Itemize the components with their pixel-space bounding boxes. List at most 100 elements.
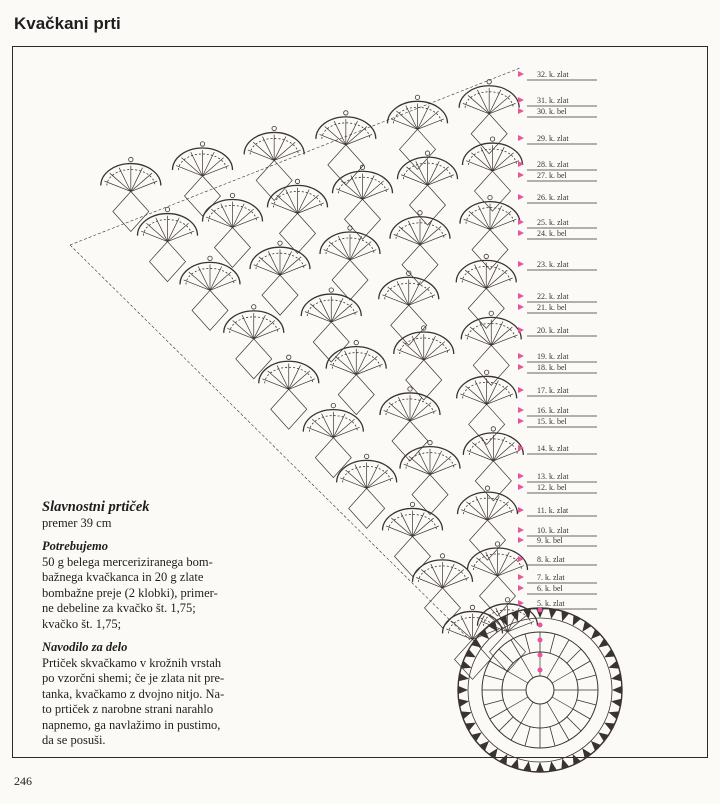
fan-shell-inner	[208, 205, 257, 222]
motif-triangle	[582, 748, 592, 759]
section-title: Kvačkani prti	[14, 14, 121, 33]
stitch-line	[429, 456, 452, 475]
chain-diamond	[279, 212, 316, 254]
stitch-line	[485, 264, 499, 289]
stitch-line	[304, 311, 332, 323]
stitch-line	[408, 281, 421, 306]
row-marker	[518, 219, 524, 225]
fan-shell-inner	[325, 237, 375, 254]
motif-spoke	[483, 674, 504, 681]
stitch-line	[202, 165, 229, 177]
stitch-line	[492, 152, 514, 172]
stitch-line	[486, 269, 508, 289]
fan-shell-inner	[306, 299, 356, 317]
stitch-line	[398, 226, 421, 246]
stitch-line	[276, 365, 290, 390]
stitch-line	[362, 175, 375, 200]
row-marker	[518, 327, 524, 333]
stitch-line	[485, 551, 498, 577]
stitch-line	[220, 203, 233, 228]
stitch-line	[417, 118, 444, 130]
stitch-line	[297, 202, 324, 214]
chain-diamond	[191, 289, 229, 331]
stitch-line	[330, 298, 344, 323]
row-marker	[518, 293, 524, 299]
fan-shell	[476, 603, 539, 626]
stitch-line	[462, 103, 490, 115]
picot	[469, 604, 476, 610]
stitch-line	[366, 469, 389, 489]
row-marker	[518, 230, 524, 236]
stitch-line	[354, 464, 367, 489]
stitch-line	[417, 105, 430, 130]
stitch-line	[492, 160, 519, 172]
chain-diamond	[401, 244, 439, 286]
stitch-line	[405, 105, 418, 130]
row-marker	[518, 407, 524, 413]
row-marker	[518, 194, 524, 200]
wedge-edge-top	[69, 67, 521, 246]
motif-triangle	[510, 610, 519, 622]
stitch-line	[409, 410, 437, 422]
stitch-line	[507, 621, 534, 633]
fan-shell	[399, 446, 461, 469]
stitch-line	[397, 349, 424, 361]
stitch-line	[442, 577, 469, 589]
motif-triangle	[535, 762, 545, 772]
fan-shell	[100, 162, 162, 186]
row-label: 9. k. bel	[537, 536, 564, 545]
motif-spoke	[510, 639, 522, 658]
stitch-line	[465, 385, 487, 405]
stitch-line	[209, 271, 232, 291]
row-marker	[518, 556, 524, 562]
stitch-line	[366, 477, 394, 489]
stitch-line	[446, 628, 473, 640]
row-marker	[518, 585, 524, 591]
stitch-line	[476, 557, 498, 577]
fan-shell	[319, 231, 381, 254]
chain-diamond	[474, 170, 511, 212]
motif-spoke	[566, 648, 582, 664]
stitch-line	[469, 326, 492, 346]
motif-spoke	[520, 701, 534, 724]
stitch-line	[471, 442, 494, 462]
fan-shell-inner	[461, 266, 511, 283]
row-marker	[518, 304, 524, 310]
stitch-line	[279, 251, 293, 276]
chain-diamond	[405, 359, 443, 401]
stitch-line	[493, 436, 506, 462]
stitch-line	[350, 175, 363, 200]
stitch-line	[297, 194, 319, 214]
motif-triangle	[523, 761, 532, 772]
chain-diamond	[471, 229, 509, 271]
stitch-line	[349, 241, 372, 261]
fan-shell-inner	[473, 553, 522, 570]
picot	[330, 402, 336, 409]
stitch-line	[480, 147, 493, 172]
fan-shell	[223, 310, 285, 333]
stitch-line	[146, 222, 168, 242]
row-marker	[537, 667, 543, 673]
stitch-line	[383, 410, 411, 422]
stitch-line	[401, 174, 428, 186]
chain-diamond	[327, 144, 365, 186]
row-marker	[537, 607, 543, 613]
stitch-line	[336, 188, 363, 200]
fan-shell	[331, 170, 394, 194]
motif-triangle	[488, 621, 498, 632]
picot	[490, 426, 496, 432]
stitch-line	[486, 385, 509, 405]
fan-shell-inner	[338, 176, 387, 194]
motif-spoke	[572, 708, 591, 720]
fan-shell-inner	[468, 148, 517, 166]
motif-triangle	[561, 758, 570, 770]
row-label: 8. k. zlat	[537, 555, 565, 564]
picot	[251, 304, 257, 310]
picot	[207, 255, 213, 261]
picot	[414, 94, 421, 100]
row-marker	[518, 353, 524, 359]
stitch-line	[417, 110, 439, 130]
motif-triangle	[590, 629, 601, 640]
stitch-line	[209, 266, 223, 291]
chain-diamond	[399, 128, 436, 170]
